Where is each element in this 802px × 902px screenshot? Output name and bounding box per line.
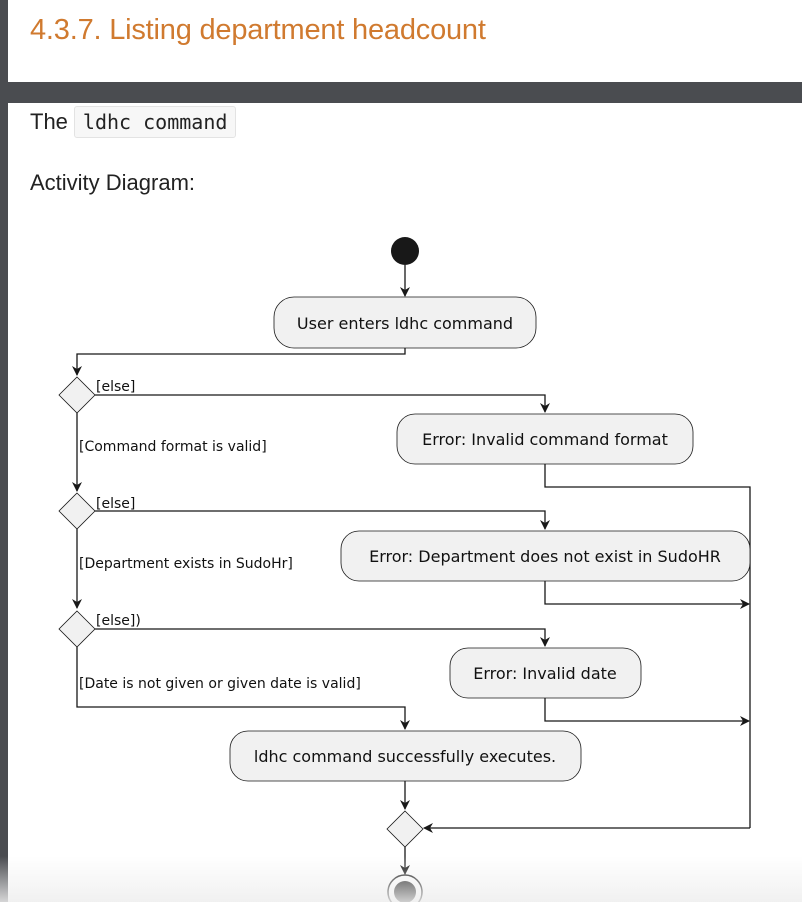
flow-edge: [76, 647, 410, 730]
flow-edge: [95, 628, 550, 647]
flow-edge: [72, 348, 406, 376]
inline-code: ldhc command: [73, 106, 237, 138]
decision-format: [58, 376, 96, 414]
guard-valid-format: [Command format is valid]: [79, 439, 267, 455]
intro-prefix: The: [30, 109, 68, 134]
end-node-core: [394, 881, 416, 902]
decision-department: [58, 492, 96, 530]
guard-else-3: [else]): [96, 613, 141, 629]
flow-edge: [544, 698, 750, 726]
error-invalid-date-label: Error: Invalid date: [473, 664, 617, 683]
action-user-enters-label: User enters ldhc command: [297, 314, 513, 333]
flow-edge: [544, 581, 750, 609]
error-invalid-format-label: Error: Invalid command format: [422, 430, 668, 449]
start-node: [391, 237, 419, 265]
header-bar: [8, 0, 802, 82]
header-divider: [0, 82, 802, 103]
guard-else-1: [else]: [96, 379, 135, 395]
guard-date-valid: [Date is not given or given date is vali…: [79, 676, 361, 692]
flow-edge: [95, 394, 550, 413]
merge-node: [386, 810, 424, 848]
flow-edge: [95, 510, 550, 530]
intro-line: The ldhc command: [30, 106, 237, 138]
decision-date: [58, 610, 96, 648]
guard-dept-exists: [Department exists in SudoHr]: [79, 556, 293, 572]
section-heading: 4.3.7. Listing department headcount: [30, 14, 486, 46]
flow-edge: [544, 464, 751, 828]
action-success-label: ldhc command successfully executes.: [254, 747, 556, 766]
diagram-label: Activity Diagram:: [30, 170, 196, 195]
left-border: [0, 0, 8, 902]
guard-else-2: [else]: [96, 496, 135, 512]
error-dept-missing-label: Error: Department does not exist in Sudo…: [369, 547, 721, 566]
